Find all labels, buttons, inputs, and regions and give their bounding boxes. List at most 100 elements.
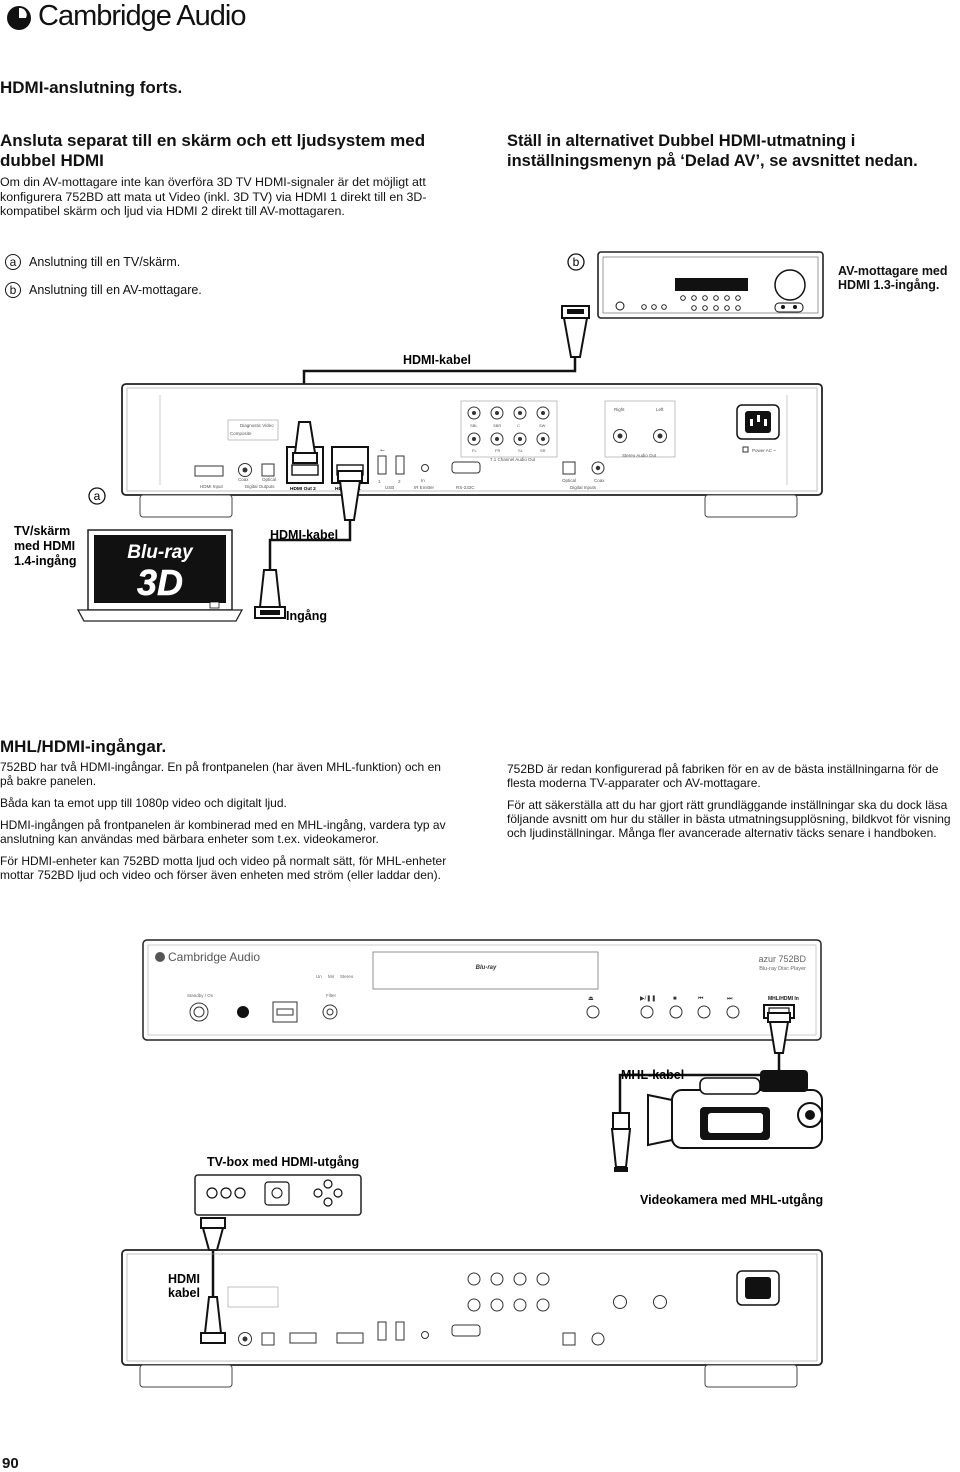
left-intro: Ansluta separat till en skärm och ett lj…	[0, 131, 455, 219]
svg-text:SBR: SBR	[493, 423, 501, 428]
hdmi-cable-label-line2: kabel	[168, 1286, 200, 1300]
svg-text:Diagnostic Video: Diagnostic Video	[240, 423, 274, 428]
svg-text:Coax: Coax	[238, 477, 249, 482]
mhl-left-para-2: Båda kan ta emot upp till 1080p video oc…	[0, 796, 287, 810]
tv-screen: Blu-ray 3D	[76, 529, 244, 622]
player-rear-panel: Diagnostic Video Composite HDMI Input Co…	[121, 383, 823, 518]
left-intro-heading: Ansluta separat till en skärm och ett lj…	[0, 131, 426, 170]
svg-text:HDMI Out 2: HDMI Out 2	[290, 486, 316, 492]
diagram-marker-b-circle	[567, 253, 585, 271]
mhl-plug-camera	[610, 1112, 632, 1172]
svg-text:SBL: SBL	[470, 423, 478, 428]
hdmi-cable-top-label: HDMI-kabel	[403, 353, 471, 367]
svg-text:Power AC ~: Power AC ~	[752, 448, 776, 453]
svg-text:Optical: Optical	[562, 478, 576, 483]
svg-text:Stereo Audio Out: Stereo Audio Out	[622, 453, 657, 458]
svg-text:SL: SL	[518, 448, 524, 453]
svg-text:Coax: Coax	[594, 478, 605, 483]
page-number: 90	[2, 1455, 19, 1472]
svg-text:⏏: ⏏	[588, 996, 594, 1002]
camcorder	[647, 1070, 823, 1149]
diagram-dual-hdmi: b HDMI-kabel Diagnostic Video Composite …	[14, 251, 824, 623]
right-intro-heading: Ställ in alternativet Dubbel HDMI-utmatn…	[507, 132, 918, 170]
diagram-marker-a-circle	[88, 487, 106, 505]
hdmi-plug-rear-input	[200, 1296, 226, 1344]
front-model-sub: Blu-ray Disc Player	[759, 966, 806, 972]
diagram-marker-b: b	[573, 255, 580, 269]
svg-text:SR: SR	[540, 448, 546, 453]
mhl-left-para-1: 752BD har två HDMI-ingångar. En på front…	[0, 760, 441, 788]
svg-text:▶/❚❚: ▶/❚❚	[640, 995, 656, 1002]
brand-name: Cambridge Audio	[38, 0, 246, 32]
svg-text:Digital Outputs: Digital Outputs	[245, 484, 275, 489]
svg-text:Digital Inputs: Digital Inputs	[570, 485, 597, 490]
hdmi-plug-receiver	[561, 305, 590, 358]
marker-b: b	[5, 282, 21, 298]
mhl-cable-label: MHL-kabel	[621, 1068, 684, 1082]
mhl-left-column: 752BD har två HDMI-ingångar. En på front…	[0, 760, 455, 890]
svg-text:Standby / On: Standby / On	[187, 993, 214, 998]
svg-text:FR: FR	[495, 448, 500, 453]
svg-text:USB: USB	[385, 485, 394, 490]
svg-text:⏮: ⏮	[698, 996, 704, 1002]
hdmi-cable-label-line1: HDMI	[168, 1272, 200, 1286]
svg-text:Right: Right	[614, 407, 625, 412]
section-title: HDMI-anslutning forts.	[0, 78, 183, 97]
svg-text:Optical: Optical	[262, 477, 276, 482]
svg-text:1: 1	[378, 479, 381, 484]
mhl-left-para-4: För HDMI-enheter kan 752BD motta ljud oc…	[0, 854, 447, 882]
hdmi-cable-bottom-label: HDMI-kabel	[270, 528, 338, 542]
svg-text:IR Emitter: IR Emitter	[414, 485, 435, 490]
marker-a: a	[5, 254, 21, 270]
hdmi-plug-out2	[292, 421, 318, 464]
hdmi-plug-out1	[337, 470, 363, 521]
camera-label: Videokamera med MHL-utgång	[640, 1193, 823, 1207]
av-receiver-label: AV-mottagare med HDMI 1.3-ingång.	[838, 264, 948, 292]
tvbox-label: TV-box med HDMI-utgång	[207, 1155, 359, 1169]
front-brand: Cambridge Audio	[168, 950, 260, 964]
legend-text-a: Anslutning till en TV/skärm.	[29, 255, 181, 269]
cambridge-logo-icon	[7, 5, 31, 30]
svg-text:Composite: Composite	[230, 431, 252, 436]
diagram-marker-a: a	[94, 489, 101, 503]
mhl-plug-front	[767, 1012, 791, 1054]
mhl-right-column: 752BD är redan konfigurerad på fabriken …	[507, 762, 959, 848]
svg-text:RS-232C: RS-232C	[456, 485, 475, 490]
brand-logo: Cambridge Audio	[6, 0, 246, 33]
svg-text:In: In	[421, 478, 425, 483]
svg-text:2: 2	[398, 479, 401, 484]
tv-label-line3: 1.4-ingång	[14, 554, 77, 568]
mhl-right-para-1: 752BD är redan konfigurerad på fabriken …	[507, 762, 939, 790]
svg-text:7.1 Channel Audio Out: 7.1 Channel Audio Out	[490, 457, 536, 462]
tv-label-line2: med HDMI	[14, 539, 75, 553]
mhl-left-para-3: HDMI-ingången på frontpanelen är kombine…	[0, 818, 446, 846]
svg-text:⏭: ⏭	[727, 996, 733, 1002]
mhl-title: MHL/HDMI-ingångar.	[0, 737, 167, 756]
mhl-right-para-2: För att säkerställa att du har gjort rät…	[507, 798, 951, 840]
hdmi-plug-tv	[254, 569, 286, 619]
left-intro-text: Om din AV-mottagare inte kan överföra 3D…	[0, 175, 427, 218]
svg-text:Mir: Mir	[328, 974, 335, 979]
legend-item-b: b Anslutning till en AV-mottagare.	[5, 282, 202, 298]
svg-text:■: ■	[673, 996, 677, 1002]
svg-text:Un: Un	[316, 974, 322, 979]
svg-text:Left: Left	[656, 407, 664, 412]
player-front-panel: Cambridge Audio Blu-ray azur 752BD Blu-r…	[142, 939, 822, 1041]
tv-label-line1: TV/skärm	[14, 524, 70, 538]
legend-item-a: a Anslutning till en TV/skärm.	[5, 254, 180, 270]
svg-text:FL: FL	[472, 448, 477, 453]
legend-text-b: Anslutning till en AV-mottagare.	[29, 283, 202, 297]
tv-logo-bluray: Blu-ray	[127, 542, 194, 563]
svg-text:Blu-ray: Blu-ray	[476, 965, 497, 971]
svg-text:⭠: ⭠	[380, 448, 385, 454]
svg-text:Filter: Filter	[326, 993, 337, 998]
svg-text:MHL/HDMI In: MHL/HDMI In	[768, 996, 799, 1002]
input-label: Ingång	[286, 609, 327, 623]
front-model: azur 752BD	[758, 954, 806, 964]
hdmi-plug-tvbox	[200, 1217, 226, 1251]
svg-text:C: C	[517, 423, 520, 428]
tv-logo-3d: 3D	[137, 562, 183, 603]
svg-text:HDMI Input: HDMI Input	[200, 484, 224, 489]
svg-text:Stereo: Stereo	[340, 974, 354, 979]
av-receiver	[597, 251, 824, 319]
